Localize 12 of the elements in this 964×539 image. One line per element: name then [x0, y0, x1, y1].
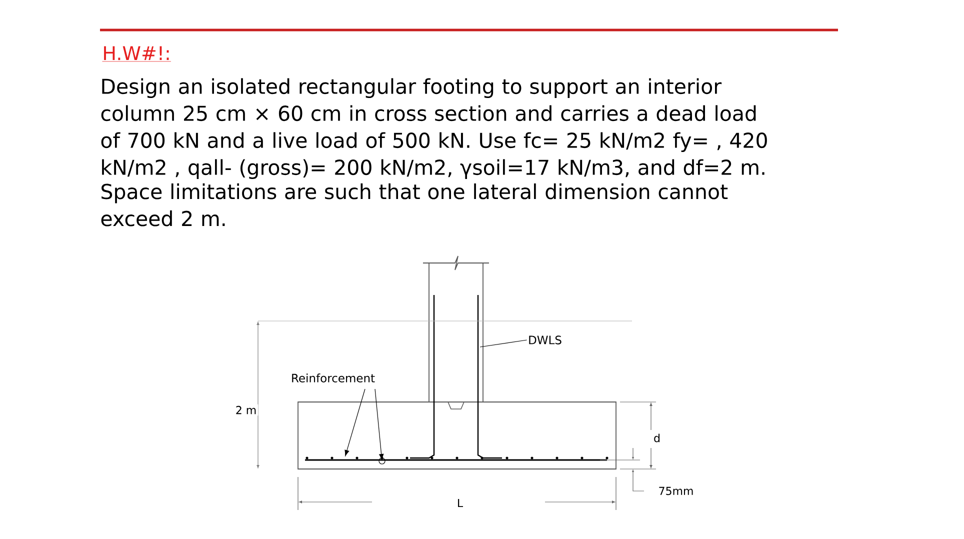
callout-label: DWLS — [529, 336, 562, 344]
callout-label: Reinforcement — [292, 374, 375, 382]
dimension-label: L — [455, 497, 465, 508]
dimension-label: 75mm — [656, 485, 696, 497]
leader-line — [480, 340, 528, 348]
paragraph: Design an isolated rectangular footing to support an interior column 25 cm × 60 cm in cross section and carries a dead load of 700 kN and a live load of 500 kN. Use fc= 25 kN/m2 fy= , 420 kN/m2 , qall- (gross)= 200 kN/m2, γsoil=17 kN/m3, and df=2 m. — [101, 78, 767, 180]
title: H.W#!: — [102, 46, 172, 62]
dimension-label: d — [652, 432, 662, 444]
dimension-label: 2 m — [234, 404, 258, 416]
leader-line — [344, 388, 366, 456]
leader-line — [374, 388, 386, 464]
paragraph: Space limitations are such that one lateral dimension cannot exceed 2 m. — [101, 183, 728, 226]
